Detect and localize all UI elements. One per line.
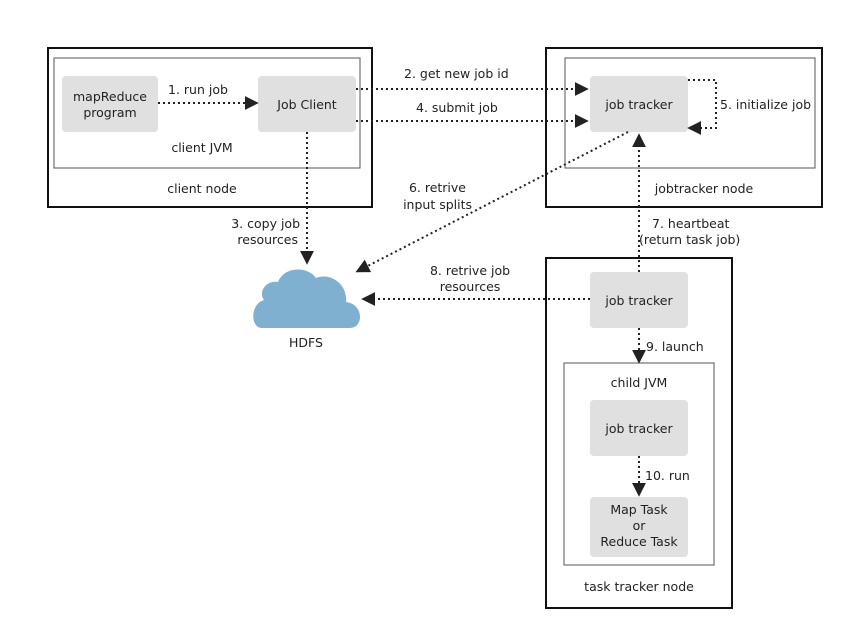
step-1-label: 1. run job: [168, 82, 228, 97]
hdfs-cloud-icon: [253, 269, 361, 328]
map-or-reduce-task-box: [590, 497, 688, 557]
step-7-label-line2: (return task job): [639, 232, 740, 247]
job-tracker-main-label: job tracker: [604, 97, 673, 112]
mapreduce-program-box: [62, 76, 158, 132]
jobtracker-node-frame: [545, 47, 823, 208]
job-tracker-child-label: job tracker: [604, 421, 673, 436]
hdfs-label: HDFS: [289, 335, 323, 350]
step-3-label-line1: 3. copy job: [231, 216, 300, 231]
job-tracker-child-box: [590, 400, 688, 456]
arrow-retrive-input-splits: [355, 131, 629, 273]
arrow-initialize-job: [687, 79, 717, 135]
client-node-frame: [47, 47, 373, 208]
step-6-label-line1: 6. retrive: [409, 180, 466, 195]
jobtracker-inner-frame: [564, 57, 816, 169]
step-9-label: 9. launch: [646, 339, 704, 354]
map-task-label-line3: Reduce Task: [600, 534, 678, 549]
job-tracker-task-label: job tracker: [604, 293, 673, 308]
client-node-label: client node: [167, 181, 237, 196]
step-6-label-line2: input splits: [403, 197, 472, 212]
map-task-label-line1: Map Task: [610, 502, 668, 517]
step-2-label: 2. get new job id: [404, 66, 509, 81]
client-jvm-frame: [53, 57, 361, 169]
step-10-label: 10. run: [645, 468, 690, 483]
client-jvm-label: client JVM: [171, 140, 232, 155]
job-tracker-task-box: [590, 272, 688, 328]
mapreduce-program-label-line2: program: [83, 105, 136, 120]
child-jvm-label: child JVM: [611, 375, 668, 390]
step-7-label-line1: 7. heartbeat: [652, 216, 729, 231]
step-8-label-line2: resources: [440, 279, 501, 294]
jobtracker-node-label: jobtracker node: [654, 181, 754, 196]
mapreduce-program-label-line1: mapReduce: [73, 89, 147, 104]
task-tracker-node-frame: [545, 257, 733, 609]
step-4-label: 4. submit job: [416, 100, 498, 115]
task-tracker-node-label: task tracker node: [584, 579, 694, 594]
step-5-label: 5. initialize job: [720, 97, 811, 112]
map-task-label-line2: or: [633, 518, 647, 533]
job-client-label: Job Client: [276, 97, 337, 112]
job-client-box: [258, 76, 356, 132]
step-8-label-line1: 8. retrive job: [430, 263, 510, 278]
step-3-label-line2: resources: [237, 232, 298, 247]
job-tracker-main-box: [590, 76, 688, 132]
